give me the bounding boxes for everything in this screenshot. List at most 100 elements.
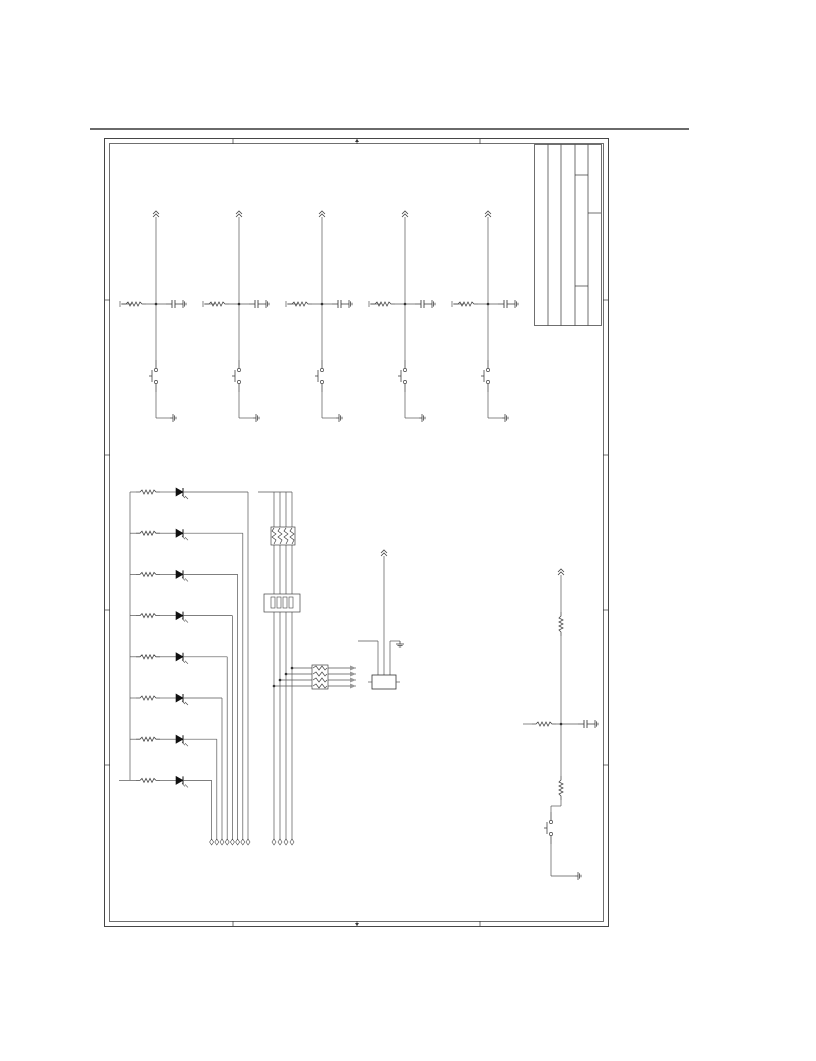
junction bbox=[272, 684, 276, 688]
led bbox=[175, 652, 189, 665]
pushbutton-circuit bbox=[119, 210, 187, 423]
resistor-element bbox=[312, 665, 328, 671]
pushbutton-switch bbox=[148, 359, 159, 393]
dip-switch bbox=[263, 593, 301, 613]
led-circuit bbox=[130, 528, 246, 846]
ground-symbol bbox=[169, 413, 177, 423]
ground-symbol bbox=[574, 871, 582, 881]
net-terminal bbox=[277, 838, 283, 846]
vcc-symbol bbox=[557, 568, 565, 576]
debounce-capacitor bbox=[497, 299, 513, 309]
pullup-resistor bbox=[121, 301, 147, 307]
debounce-capacitor bbox=[165, 299, 181, 309]
vcc-symbol bbox=[235, 210, 243, 218]
led-circuit bbox=[130, 611, 235, 846]
pushbutton-circuit bbox=[368, 210, 436, 423]
net-arrow bbox=[350, 665, 356, 671]
led-circuit bbox=[130, 569, 240, 846]
junction bbox=[278, 678, 282, 682]
led bbox=[175, 569, 189, 582]
pushbutton-circuit bbox=[451, 210, 519, 423]
resistor-element bbox=[312, 671, 328, 677]
net-terminal bbox=[283, 838, 289, 846]
led-array bbox=[119, 487, 251, 846]
ic-package bbox=[371, 674, 397, 690]
pushbutton-switch bbox=[397, 359, 408, 393]
center-mark-bottom bbox=[355, 923, 359, 926]
vcc-symbol bbox=[401, 210, 409, 218]
pullup-resistor bbox=[453, 301, 479, 307]
bus-lines bbox=[258, 491, 405, 846]
net-arrow bbox=[350, 683, 356, 689]
led-resistor bbox=[135, 572, 161, 577]
junction bbox=[290, 666, 294, 670]
ground-symbol bbox=[418, 413, 426, 423]
net-terminal bbox=[235, 838, 240, 846]
junction bbox=[403, 302, 407, 306]
ground-symbol bbox=[345, 299, 353, 309]
reset-resistor bbox=[531, 721, 557, 727]
vcc-symbol bbox=[152, 210, 160, 218]
reset-pullup-resistor bbox=[558, 611, 564, 637]
pushbutton-circuit bbox=[202, 210, 270, 423]
reset-pushbutton bbox=[543, 811, 553, 845]
sheet-border-outer bbox=[104, 138, 609, 927]
sheet-border-inner bbox=[109, 143, 604, 922]
resistor-element bbox=[271, 527, 277, 545]
net-terminal bbox=[209, 838, 214, 846]
debounce-capacitor bbox=[331, 299, 347, 309]
resistor-element bbox=[277, 527, 283, 545]
junction bbox=[154, 302, 158, 306]
vcc-symbol bbox=[318, 210, 326, 218]
led-resistor bbox=[135, 613, 161, 618]
ground-symbol bbox=[179, 299, 187, 309]
resistor-element bbox=[312, 677, 328, 683]
ground-symbol bbox=[591, 719, 599, 729]
resistor-network bbox=[270, 526, 296, 546]
pullup-resistor bbox=[204, 301, 230, 307]
led-resistor bbox=[135, 778, 161, 783]
reset-capacitor bbox=[577, 719, 593, 729]
net-arrow bbox=[350, 671, 356, 677]
led bbox=[175, 611, 189, 624]
resistor-network-2 bbox=[311, 664, 329, 690]
ground-symbol bbox=[252, 413, 260, 423]
net-terminal bbox=[219, 838, 225, 846]
resistor-element bbox=[312, 683, 328, 689]
dip-switch-position bbox=[288, 596, 294, 609]
dip-switch-position bbox=[276, 596, 282, 609]
vcc-symbol bbox=[380, 549, 388, 557]
net-arrow bbox=[350, 677, 356, 683]
reset-series-resistor bbox=[558, 775, 564, 801]
reset-circuit bbox=[523, 568, 599, 881]
led-circuit bbox=[130, 734, 220, 846]
debounce-capacitor bbox=[248, 299, 264, 309]
dip-switch-position bbox=[282, 596, 288, 609]
ground-symbol bbox=[262, 299, 270, 309]
resistor-element bbox=[289, 527, 295, 545]
led bbox=[175, 528, 189, 541]
led-resistor bbox=[135, 489, 161, 495]
junction bbox=[320, 302, 324, 306]
led bbox=[175, 693, 189, 706]
ground-symbol bbox=[511, 299, 519, 309]
zone-ticks bbox=[105, 139, 608, 926]
led-resistor bbox=[135, 654, 161, 660]
led bbox=[175, 734, 189, 747]
pushbutton-switch bbox=[314, 359, 325, 393]
ground-symbol bbox=[501, 413, 509, 423]
net-terminal bbox=[230, 838, 235, 846]
pullup-resistor bbox=[370, 301, 396, 307]
led-resistor bbox=[135, 695, 161, 701]
pushbutton-circuits bbox=[119, 210, 519, 423]
net-terminal bbox=[245, 838, 251, 846]
led-resistor bbox=[135, 530, 161, 536]
led bbox=[175, 487, 189, 500]
resistor-element bbox=[283, 527, 289, 545]
led-resistor bbox=[135, 736, 161, 742]
junction bbox=[486, 302, 490, 306]
vcc-symbol bbox=[484, 210, 492, 218]
led-circuit bbox=[130, 693, 225, 846]
